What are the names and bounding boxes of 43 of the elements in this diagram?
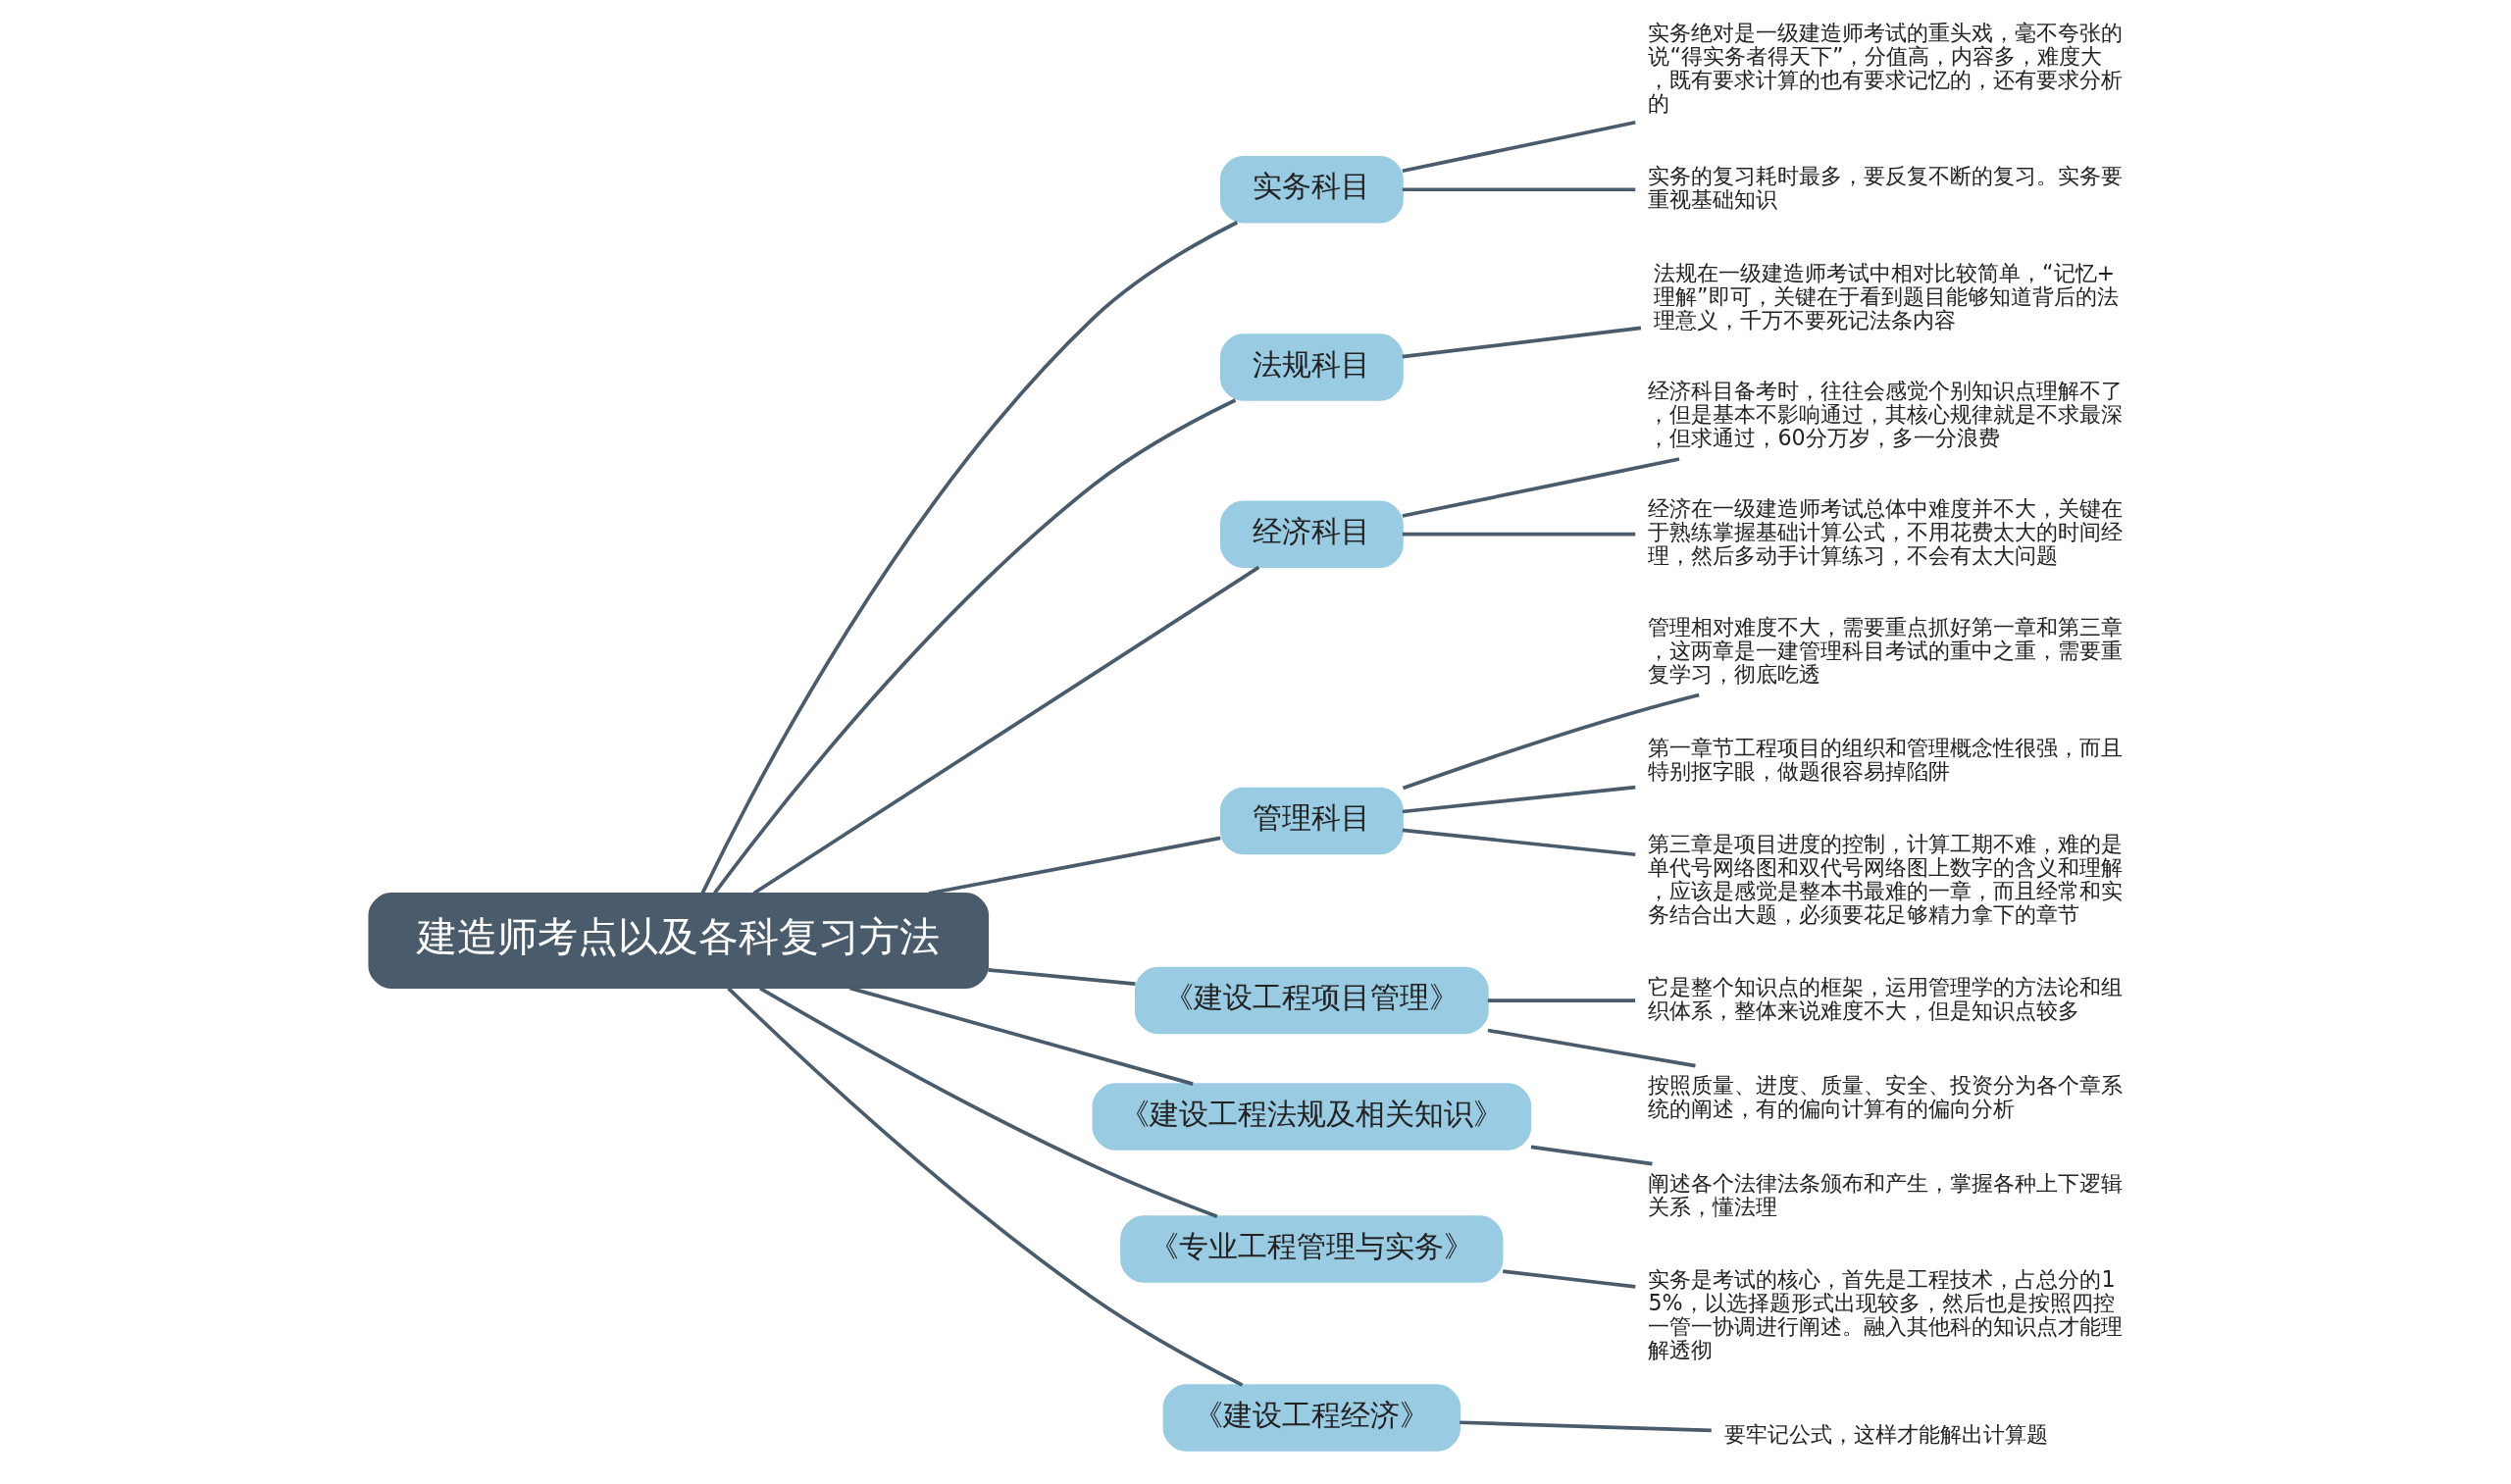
node-text: 法规在一级建造师考试中相对比较简单，“记忆+理解”即可，关键在于看到题目能够知道背后的法理意义，千万不要死记法条内容 bbox=[1654, 259, 2119, 333]
connector bbox=[928, 836, 1221, 896]
node-text: 按照质量、进度、质量、安全、投资分为各个章系统的阐述，有的偏向计算有的偏向分析 bbox=[1648, 1071, 2124, 1121]
node-box: 法规科目 bbox=[1219, 333, 1404, 401]
node-box: 管理科目 bbox=[1219, 787, 1404, 855]
node-text: 实务的复习耗时最多，要反复不断的复习。实务要重视基础知识 bbox=[1648, 162, 2124, 213]
connector bbox=[1487, 998, 1636, 1002]
node-text: 经济科目备考时，往往会感觉个别知识点理解不了，但是基本不影响通过，其核心规律就是不求最深，但求通过，60分万岁，多一分浪费 bbox=[1648, 378, 2124, 451]
node-box: 《建设工程法规及相关知识》 bbox=[1092, 1083, 1532, 1151]
connector bbox=[1487, 1028, 1696, 1068]
connector bbox=[1402, 828, 1636, 857]
node-text: 它是整个知识点的框架，运用管理学的方法论和组织体系，整体来说难度不大，但是知识点较多 bbox=[1648, 973, 2124, 1023]
node-text: 实务是考试的核心，首先是工程技术，占总分的15%，以选择题形式出现较多，然后也是按照四控一管一协调进行阐述。融入其他科的知识点才能理解透彻 bbox=[1648, 1265, 2124, 1362]
connector bbox=[752, 565, 1260, 896]
node-box: 《建设工程项目管理》 bbox=[1135, 966, 1489, 1035]
node-box: 建造师考点以及各科复习方法 bbox=[368, 893, 990, 990]
connector bbox=[1402, 326, 1642, 359]
connector bbox=[1530, 1145, 1653, 1166]
connector bbox=[727, 987, 1244, 1387]
connector bbox=[700, 221, 1239, 895]
node-text: 第三章是项目进度的控制，计算工期不难，难的是单代号网络图和双代号网络图上数字的含义和理解，应该是感觉是整本书最难的一章，而且经常和实务结合出大题，必须要花足够精力拿下的章节 bbox=[1648, 830, 2124, 927]
connector bbox=[1402, 120, 1636, 174]
node-box: 实务科目 bbox=[1219, 156, 1404, 224]
connector bbox=[1402, 532, 1636, 537]
node-text: 阐述各个法律法条颁布和产生，掌握各种上下逻辑关系，懂法理 bbox=[1648, 1169, 2124, 1219]
connector bbox=[759, 987, 1218, 1218]
node-box: 《专业工程管理与实务》 bbox=[1120, 1215, 1504, 1283]
connector bbox=[1402, 692, 1700, 791]
node-text: 第一章节工程项目的组织和管理概念性很强，而且特别抠字眼，做题很容易掉陷阱 bbox=[1648, 734, 2124, 784]
connector bbox=[1460, 1420, 1712, 1433]
node-box: 《建设工程经济》 bbox=[1162, 1384, 1461, 1452]
node-text: 要牢记公式，这样才能解出计算题 bbox=[1724, 1420, 2049, 1447]
connector bbox=[1503, 1269, 1636, 1289]
connector bbox=[713, 398, 1237, 895]
node-text: 经济在一级建造师考试总体中难度并不大，关键在于熟练掌握基础计算公式，不用花费太大的时间经理，然后多动手计算练习，不会有太大问题 bbox=[1648, 495, 2124, 569]
connector bbox=[1402, 187, 1636, 192]
node-text: 实务绝对是一级建造师考试的重头戏，毫不夸张的说“得实务者得天下”，分值高，内容多，难度大，既有要求计算的也有要求记忆的，还有要求分析的 bbox=[1648, 19, 2124, 116]
connector bbox=[849, 986, 1194, 1086]
connector bbox=[1402, 785, 1636, 814]
node-box: 经济科目 bbox=[1219, 500, 1404, 568]
node-text: 管理相对难度不大，需要重点抓好第一章和第三章，这两章是一建管理科目考试的重中之重，需要重复学习，彻底吃透 bbox=[1648, 613, 2124, 687]
connector bbox=[1402, 457, 1680, 518]
connector bbox=[988, 968, 1136, 986]
